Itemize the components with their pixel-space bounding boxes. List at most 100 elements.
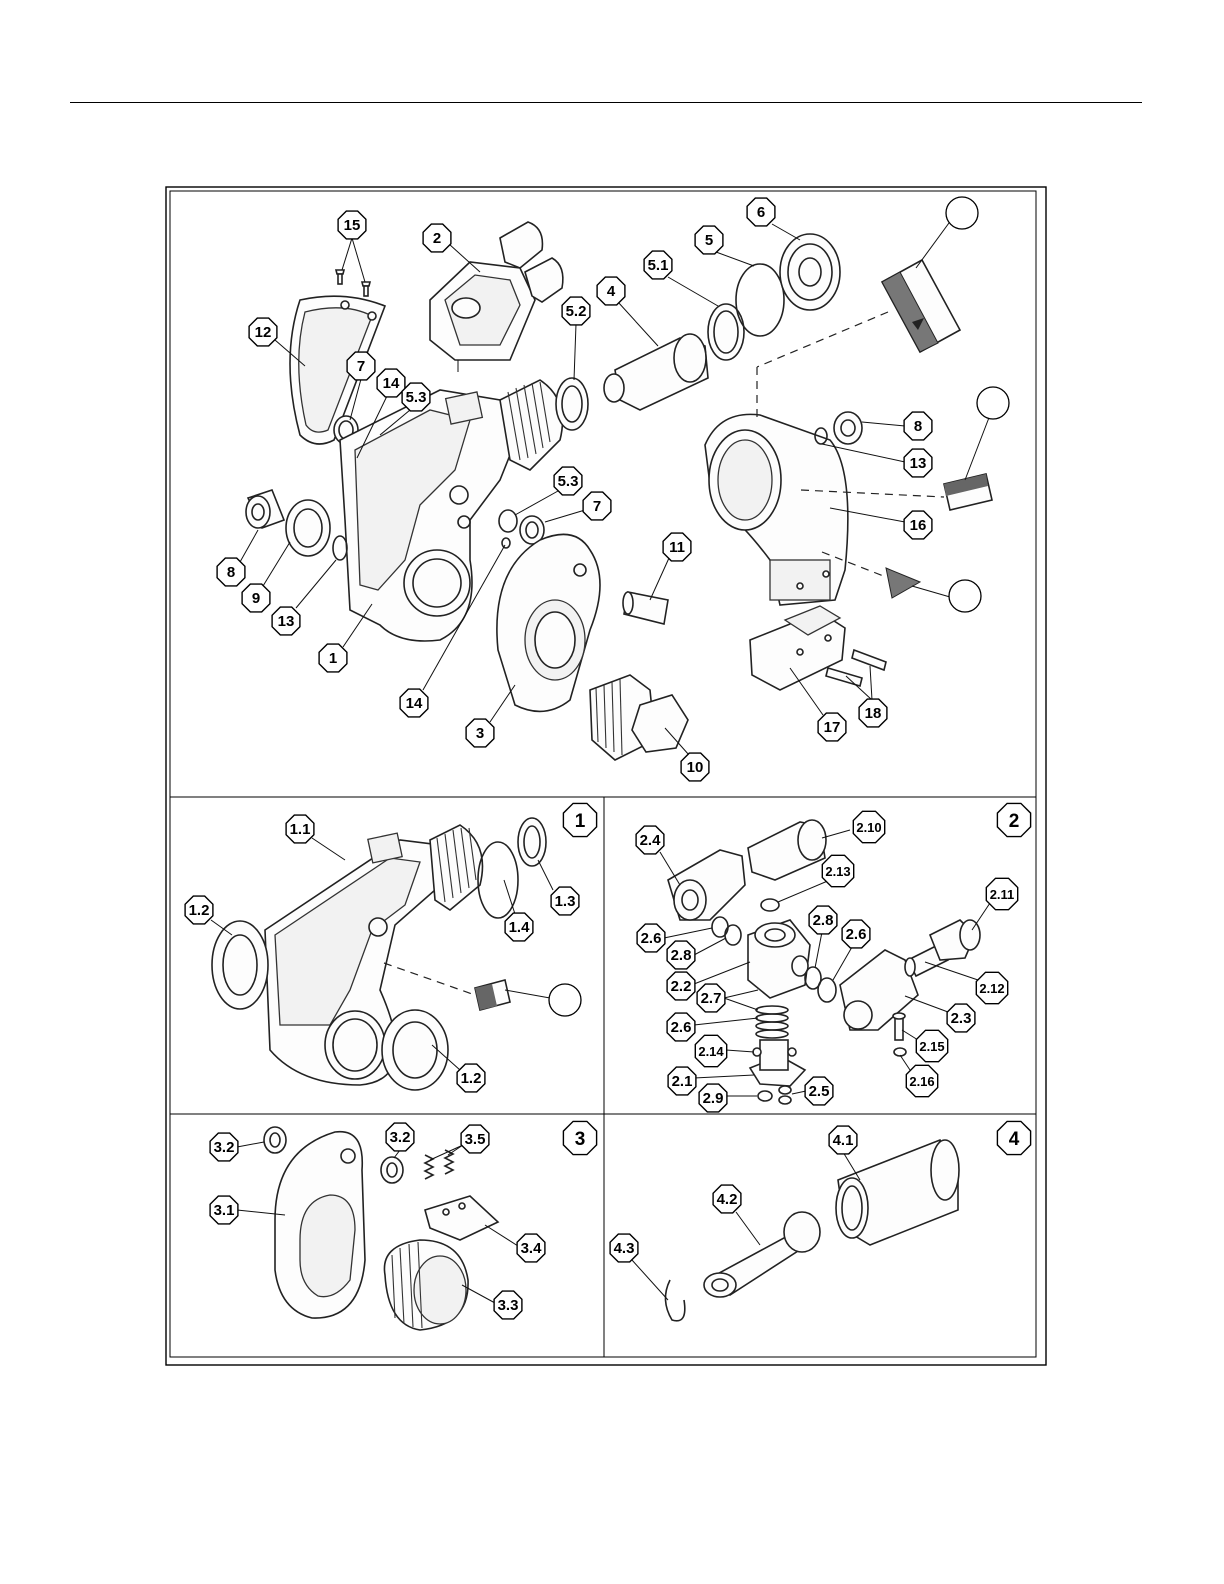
part-number-label: 3.2 (214, 1139, 235, 1156)
pin-part-11 (623, 592, 668, 624)
link-plate-part-3 (497, 534, 600, 711)
callout-panel-number: 4 (997, 1121, 1030, 1154)
callout-panel2: 2.14 (695, 1035, 726, 1066)
callout-main: 10 (681, 753, 709, 781)
part-number-label: 15 (344, 217, 361, 234)
callout-panel2: 2.4 (636, 826, 664, 854)
part-number-label: 5.3 (406, 389, 427, 406)
callout-main: 14 (377, 369, 405, 397)
callout-main: 5.2 (562, 297, 590, 325)
part-number-label: 5.1 (648, 257, 669, 274)
callout-main: 6 (747, 198, 775, 226)
bushing-part-3-2-right (381, 1157, 403, 1183)
callout-panel2: 2.10 (853, 811, 884, 842)
callout-panel2: 2.1 (668, 1067, 696, 1095)
part-number-label: 12 (255, 324, 272, 341)
callout-main: 7 (583, 492, 611, 520)
callout-main: 15 (338, 211, 366, 239)
part-number-label: 1.2 (461, 1070, 482, 1087)
callout-main: 3 (466, 719, 494, 747)
callout-panel3: 3.1 (210, 1196, 238, 1224)
rod-part-4-2 (704, 1212, 820, 1297)
callout-main: 17 (818, 713, 846, 741)
part-number-label: 18 (865, 705, 882, 722)
callout-panel2: 2.6 (667, 1013, 695, 1041)
drive-part-10 (590, 675, 688, 760)
part-number-label: 7 (357, 358, 365, 375)
part-number-label: 14 (383, 375, 400, 392)
callout-panel1: 1.4 (505, 913, 533, 941)
part-number-label: 2 (433, 230, 441, 247)
body-part-2-2 (748, 920, 810, 998)
link-plate-part-3-1 (275, 1132, 365, 1318)
empty-callout-panel1 (549, 984, 581, 1016)
callout-panel3: 3.5 (461, 1125, 489, 1153)
pawl-part-3-4 (425, 1196, 498, 1240)
screw-part-2-15 (893, 1013, 905, 1040)
callout-panel2: 2.13 (822, 855, 853, 886)
part-number-label: 9 (252, 590, 260, 607)
nut-part-1-3 (518, 818, 546, 866)
screw-part-15 (336, 270, 370, 296)
callout-main: 11 (663, 533, 691, 561)
shim-part-1-2-left (212, 921, 268, 1009)
part-number-label: 1.2 (189, 902, 210, 919)
part-number-label: 1 (575, 811, 586, 832)
callout-panel2: 2.16 (906, 1065, 937, 1096)
part-number-label: 3.2 (390, 1129, 411, 1146)
part-number-label: 2.10 (856, 820, 881, 835)
part-number-label: 4 (1009, 1129, 1020, 1150)
callout-main: 14 (400, 689, 428, 717)
callout-main: 13 (904, 449, 932, 477)
pin-part-14-mid (502, 538, 510, 548)
callout-main: 5.1 (644, 251, 672, 279)
part-number-label: 2.5 (809, 1083, 830, 1100)
part-number-label: 2.13 (825, 864, 850, 879)
part-number-label: 13 (910, 455, 927, 472)
part-number-label: 7 (593, 498, 601, 515)
callout-main: 9 (242, 584, 270, 612)
part-number-label: 2.9 (703, 1090, 724, 1107)
callout-panel-number: 3 (563, 1121, 596, 1154)
callout-main: 2 (423, 224, 451, 252)
part-number-label: 2.8 (671, 947, 692, 964)
oring-part-5 (736, 264, 784, 336)
callout-main: 16 (904, 511, 932, 539)
callout-panel4: 4.2 (713, 1185, 741, 1213)
part-number-label: 2.3 (951, 1010, 972, 1027)
fitting-part-2-10 (748, 820, 826, 880)
ring-part-13-left (333, 536, 347, 560)
part-number-label: 6 (757, 204, 765, 221)
callout-panel3: 3.3 (494, 1291, 522, 1319)
part-number-label: 16 (910, 517, 927, 534)
callout-panel2: 2.6 (637, 924, 665, 952)
callout-panel1: 1.1 (286, 815, 314, 843)
callout-panel2: 2.11 (986, 878, 1017, 909)
part-number-label: 5.3 (558, 473, 579, 490)
ring-part-5-3-mid (499, 510, 517, 532)
part-number-label: 1.4 (509, 919, 531, 936)
seal-part-2-5 (779, 1086, 791, 1104)
callout-panel-number: 2 (997, 803, 1030, 836)
callout-main: 5.3 (554, 467, 582, 495)
ring-part-2-8-a (725, 925, 741, 945)
callout-panel2: 2.2 (667, 972, 695, 1000)
main-exploded-view (240, 197, 1009, 760)
callout-main: 8 (904, 412, 932, 440)
ring-part-2-6-b (818, 978, 836, 1002)
part-number-label: 2.6 (846, 926, 867, 943)
part-number-label: 17 (824, 719, 841, 736)
part-number-label: 2.1 (672, 1073, 693, 1090)
part-number-label: 1.3 (555, 893, 576, 910)
gland-part-6 (780, 234, 840, 310)
callout-main: 8 (217, 558, 245, 586)
part-number-label: 2.6 (671, 1019, 692, 1036)
part-number-label: 2.14 (698, 1044, 724, 1059)
part-number-label: 2.2 (671, 978, 692, 995)
callout-panel2: 2.8 (809, 906, 837, 934)
empty-callouts-main (946, 197, 1009, 612)
part-number-label: 3.1 (214, 1202, 235, 1219)
callout-panel3: 3.4 (517, 1234, 545, 1262)
callout-panel2: 2.8 (667, 941, 695, 969)
